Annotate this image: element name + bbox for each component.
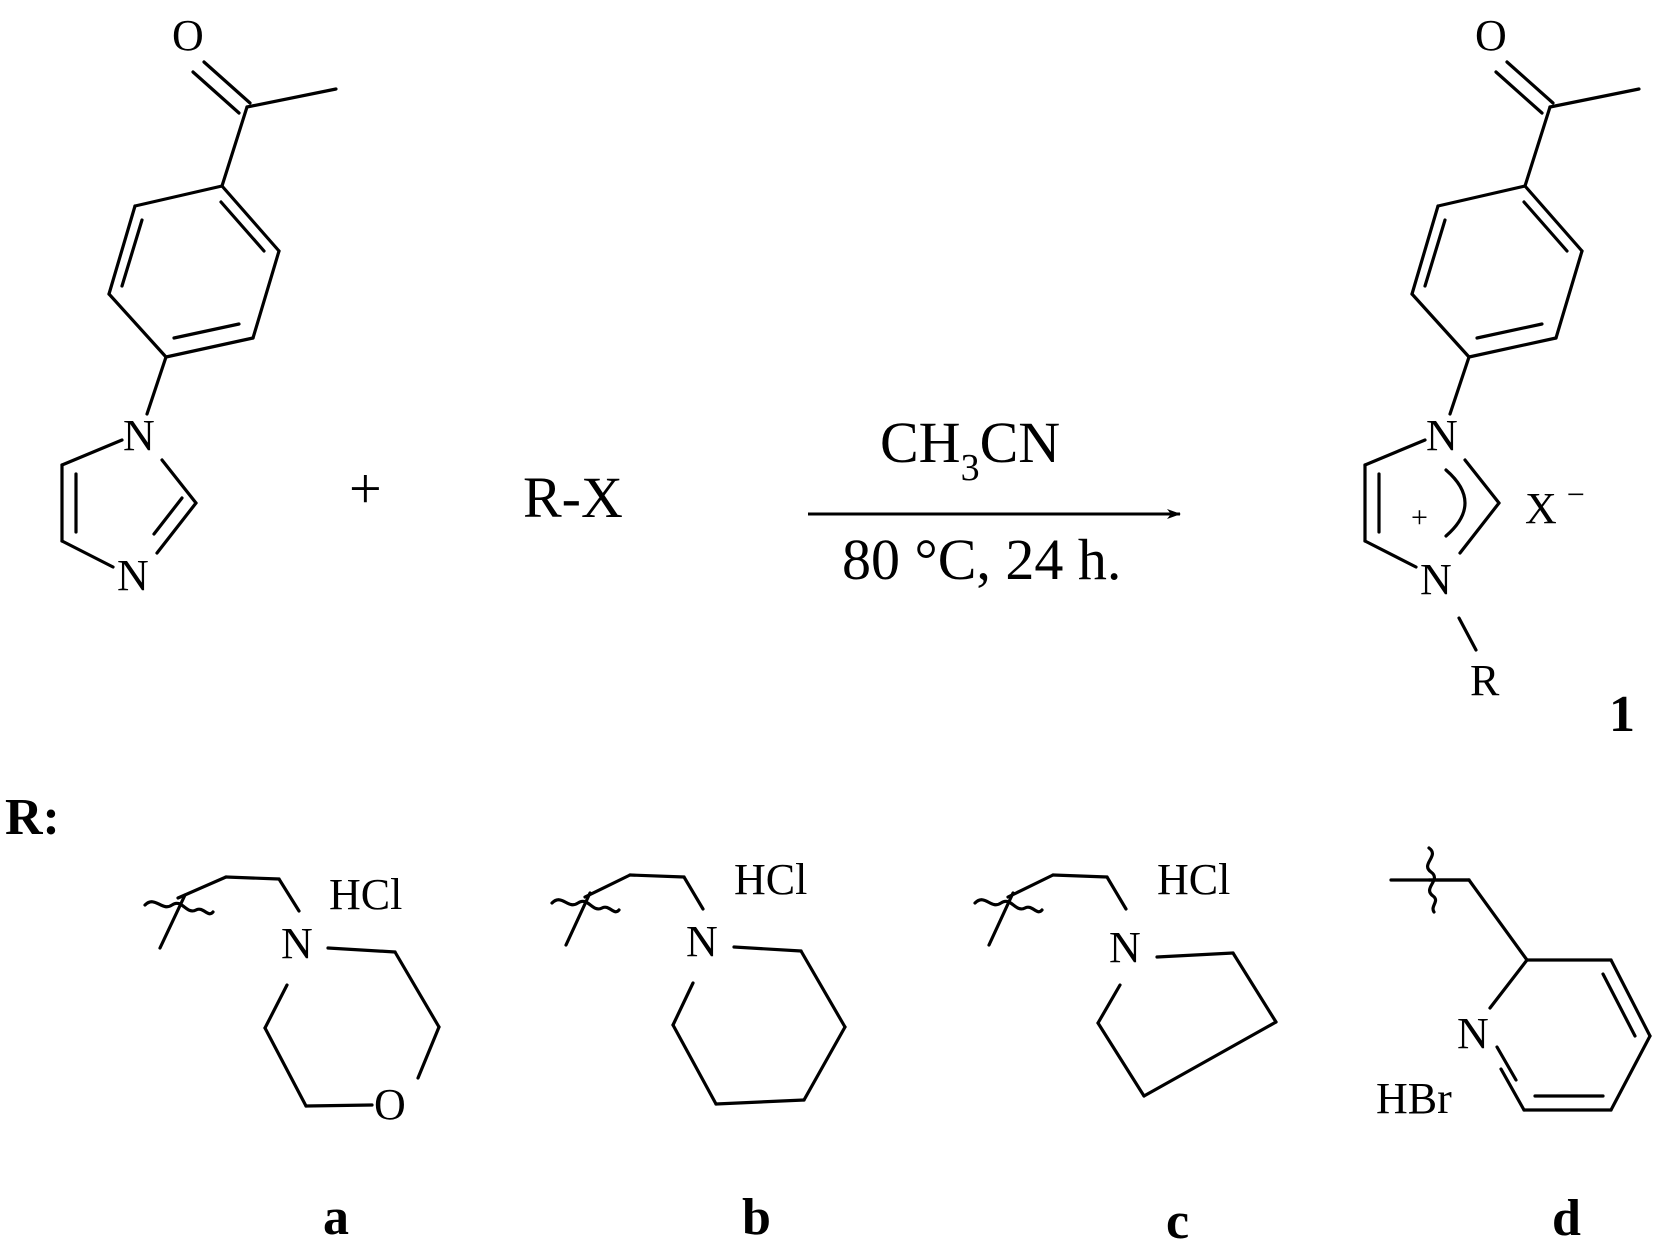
product-bonds	[1363, 60, 1641, 652]
r-group-b-nitrogen: N	[686, 917, 718, 966]
reactant-n3-label: N	[117, 551, 149, 600]
reagent-rx: R-X	[523, 465, 623, 530]
r-group-a-nitrogen: N	[281, 919, 313, 968]
product-oxygen-label: O	[1475, 11, 1507, 60]
r-group-c: HCl N c	[973, 855, 1278, 1250]
r-group-a-salt: HCl	[329, 870, 402, 919]
r-group-d-nitrogen: N	[1457, 1009, 1489, 1058]
product-n1-label: N	[1426, 411, 1458, 460]
temperature-time-label: 80 °C, 24 h.	[842, 527, 1121, 592]
r-group-c-label: c	[1166, 1193, 1189, 1250]
compound-number: 1	[1609, 686, 1635, 743]
reactant-n1-label: N	[123, 411, 155, 460]
reactant-bonds	[60, 60, 338, 569]
r-group-a-bonds	[143, 875, 441, 1108]
r-group-a: HCl N O a	[143, 870, 441, 1246]
counter-ion-label: X−	[1525, 476, 1585, 533]
r-group-c-salt: HCl	[1157, 855, 1230, 904]
counter-ion-x: X	[1525, 484, 1557, 533]
product-r-label: R	[1470, 656, 1500, 705]
solvent-cn: CN	[980, 410, 1061, 475]
r-group-c-bonds	[973, 873, 1278, 1098]
plus-sign: +	[349, 456, 382, 521]
r-group-d-label: d	[1552, 1190, 1581, 1247]
r-group-d-salt: HBr	[1376, 1074, 1452, 1123]
r-group-b-label: b	[742, 1189, 771, 1246]
r-group-b-salt: HCl	[734, 855, 807, 904]
r-group-b-bonds	[550, 873, 847, 1106]
r-group-c-nitrogen: N	[1109, 923, 1141, 972]
product-positive-charge: +	[1411, 501, 1428, 534]
solvent-label: CH3CN	[880, 410, 1060, 489]
r-group-a-label: a	[323, 1189, 349, 1246]
r-group-a-oxygen: O	[374, 1080, 406, 1129]
r-group-d-bonds	[1389, 846, 1652, 1112]
product-molecule: O N N + R X− 1	[1363, 11, 1641, 743]
reactant-oxygen-label: O	[172, 11, 204, 60]
reactant-molecule: O N N	[60, 11, 338, 600]
r-group-d: N HBr d	[1376, 846, 1652, 1247]
product-n3-label: N	[1420, 555, 1452, 604]
r-groups-header: R:	[5, 789, 60, 846]
solvent-subscript: 3	[961, 447, 980, 489]
r-group-b: HCl N b	[550, 855, 847, 1246]
counter-ion-charge: −	[1567, 476, 1585, 512]
solvent-ch: CH	[880, 410, 961, 475]
